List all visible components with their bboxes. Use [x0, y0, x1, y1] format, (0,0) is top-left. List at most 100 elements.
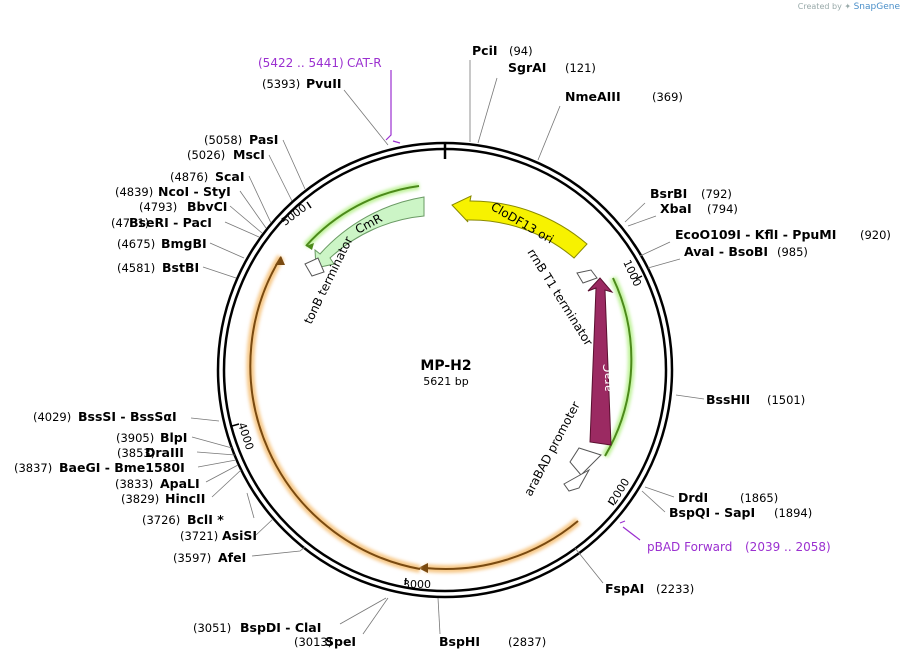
- leader-bsssi: [190, 417, 220, 422]
- enzyme-pos-drdi: (1865): [740, 491, 778, 505]
- leader-bmgbi: [209, 242, 245, 259]
- tonb-terminator-feature: [304, 257, 325, 277]
- leader-sgrai: [477, 77, 498, 144]
- leader-bspdi: [339, 597, 387, 625]
- orange-arrow-b: [275, 256, 285, 265]
- enzyme-pos-nmeaiii: (369): [652, 90, 683, 104]
- enzyme-pos-msci: (5026): [187, 148, 225, 162]
- enzyme-pos-hincii: (3829): [121, 492, 159, 506]
- leader-draiii: [196, 451, 236, 456]
- clodf13-ori-feature: [451, 195, 588, 259]
- cmr-line: [305, 185, 420, 247]
- enzyme-name-bsphi: BspHI: [439, 634, 480, 649]
- tick-3000: 3000: [403, 578, 431, 591]
- enzyme-pos-bstbi: (4581): [117, 261, 155, 275]
- enzyme-name-draiii: DraIII: [145, 445, 184, 460]
- enzyme-pos-bsssi: (4029): [33, 410, 71, 424]
- tick-2000-mark: [607, 500, 615, 506]
- cat-r-primer-range: (5422 .. 5441): [258, 56, 344, 70]
- tick-1000: 1000: [620, 258, 644, 289]
- enzyme-pos-spei: (3013): [294, 635, 332, 649]
- tick-1000-mark: [635, 275, 643, 280]
- enzyme-name-apali: ApaLI: [160, 476, 200, 491]
- enzyme-pos-draiii: (3853): [117, 446, 155, 460]
- cat-r-primer-line: [385, 70, 401, 144]
- leader-pasi: [282, 139, 306, 190]
- leader-scai: [248, 175, 272, 224]
- pbad-forward-primer-range: (2039 .. 2058): [745, 540, 831, 554]
- enzyme-name-scai: ScaI: [215, 169, 245, 184]
- leader-ncoi: [239, 190, 267, 229]
- leader-pvuii: [343, 89, 389, 146]
- enzyme-name-pvuii: PvuII: [306, 76, 342, 91]
- enzyme-pos-bspqi: (1894): [774, 506, 812, 520]
- leader-bsshii: [675, 394, 705, 400]
- leader-fspai: [574, 547, 604, 584]
- enzyme-pos-sgrai: (121): [565, 61, 596, 75]
- leader-xbai: [627, 215, 657, 227]
- leader-blpi: [191, 436, 233, 449]
- enzyme-name-pasi: PasI: [249, 132, 278, 147]
- tick-3000-mark: [404, 577, 407, 586]
- cmr-label: CmR: [353, 211, 385, 237]
- enzyme-name-bsshii: BssHII: [706, 392, 750, 407]
- enzyme-name-blpi: BlpI: [160, 430, 187, 445]
- arac-label: araC: [601, 364, 615, 392]
- leader-bcli: [246, 492, 255, 519]
- enzyme-name-ncoi: NcoI - StyI: [158, 184, 231, 199]
- leader-bspqi: [641, 490, 666, 513]
- leader-avai: [647, 258, 681, 269]
- rrnb-terminator-feature: [576, 269, 598, 284]
- enzyme-name-bcli: BclI *: [187, 512, 224, 527]
- enzyme-pos-bsshii: (1501): [767, 393, 805, 407]
- enzyme-name-msci: MscI: [233, 147, 265, 162]
- enzyme-name-avai: AvaI - BsoBI: [684, 244, 768, 259]
- enzyme-pos-avai: (985): [777, 245, 808, 259]
- plasmid-size: 5621 bp: [423, 375, 468, 388]
- arac-feature: [587, 277, 614, 446]
- snapgene-logo-icon: ✦: [844, 2, 852, 11]
- enzyme-pos-bsrbi: (792): [701, 187, 732, 201]
- tick-5000: 5000: [279, 201, 309, 228]
- leader-drdi: [644, 486, 675, 498]
- leader-bbvci: [229, 205, 263, 234]
- enzyme-pos-ecoo109i: (920): [860, 228, 891, 242]
- enzyme-pos-afei: (3597): [173, 551, 211, 565]
- tick-marks: [231, 201, 643, 586]
- enzyme-name-sgrai: SgrAI: [508, 60, 546, 75]
- enzyme-name-bsrbi: BsrBI: [650, 186, 687, 201]
- leader-baegi: [197, 459, 237, 468]
- enzyme-name-bseri: BseRI - PacI: [129, 215, 212, 230]
- enzyme-pos-asisi: (3721): [180, 529, 218, 543]
- rrnb-label: rrnB T1 terminator: [524, 246, 595, 348]
- leader-ecoo109i: [639, 241, 671, 257]
- arabad-promoter-feature: [569, 447, 602, 476]
- leader-nmeaiii: [537, 105, 561, 161]
- leader-bseri: [224, 221, 260, 238]
- leader-spei: [362, 597, 389, 635]
- enzyme-pos-bcli: (3726): [142, 513, 180, 527]
- enzyme-name-bsssi: BssSI - BssSαI: [78, 409, 177, 424]
- orange-arrow-a: [418, 563, 428, 573]
- plasmid-name: MP-H2: [420, 358, 471, 374]
- enzyme-pos-bspdi: (3051): [193, 621, 231, 635]
- cat-r-primer-name: CAT-R: [347, 56, 382, 70]
- enzyme-pos-fspai: (2233): [656, 582, 694, 596]
- leader-afei: [251, 546, 306, 557]
- leader-hincii: [211, 469, 242, 498]
- cmr-line-arrow: [306, 243, 314, 250]
- enzyme-name-baegi: BaeGI - Bme1580I: [59, 460, 185, 475]
- snapgene-credit: Created by ✦ SnapGene: [798, 2, 900, 12]
- enzyme-name-bbvci: BbvCI: [187, 199, 227, 214]
- enzyme-name-ecoo109i: EcoO109I - KflI - PpuMI: [675, 227, 836, 242]
- enzyme-name-bstbi: BstBI: [162, 260, 199, 275]
- credit-brand: SnapGene: [853, 2, 900, 12]
- arabad-arrowhead: [563, 468, 591, 492]
- leader-bstbi: [202, 266, 237, 279]
- enzyme-pos-bmgbi: (4675): [117, 237, 155, 251]
- enzyme-pos-bbvci: (4793): [139, 200, 177, 214]
- enzyme-pos-bsphi: (2837): [508, 635, 546, 649]
- enzyme-labels: PciI(94)SgrAI(121)NmeAIII(369)BsrBI(792)…: [14, 43, 891, 649]
- enzyme-name-afei: AfeI: [218, 550, 246, 565]
